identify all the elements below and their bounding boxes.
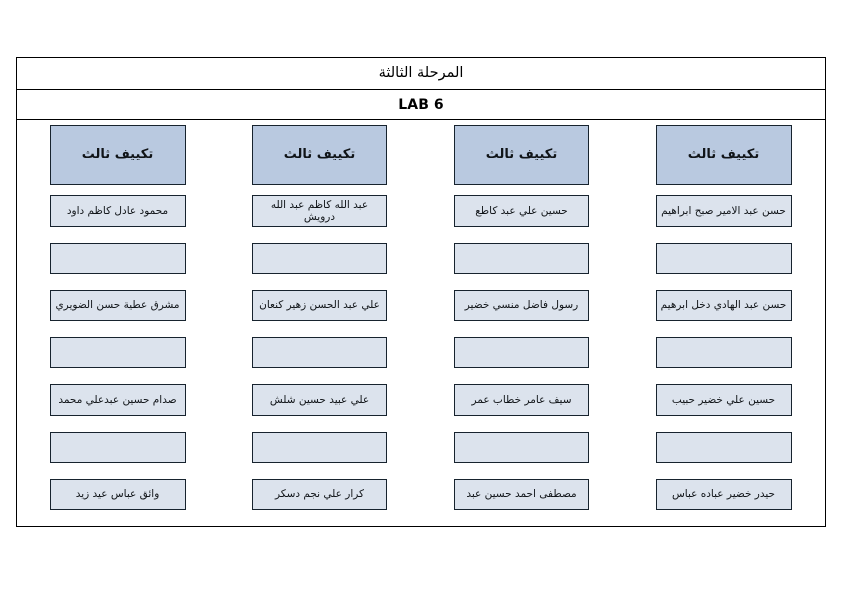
page-title: المرحلة الثالثة xyxy=(378,65,464,82)
student-cell[interactable] xyxy=(655,431,792,463)
student-cell[interactable] xyxy=(454,337,589,369)
student-cell[interactable]: محمود عادل كاظم داود xyxy=(49,195,186,227)
lab-title-row: LAB 6 xyxy=(17,90,825,120)
group-columns-grid: تكييف ثالث محمود عادل كاظم داود مشرق عطي… xyxy=(17,120,825,526)
student-cell[interactable]: علي عبيد حسين شلش xyxy=(252,384,387,416)
student-cell[interactable]: حسن عبد الامير صبح ابراهيم xyxy=(655,195,792,227)
student-cell[interactable]: وائق عباس عيد زيد xyxy=(49,478,186,510)
student-cell[interactable] xyxy=(49,431,186,463)
student-cell[interactable]: حيدر خضير عباده عباس xyxy=(655,478,792,510)
student-cell[interactable] xyxy=(454,431,589,463)
group-header-3: تكييف ثالث xyxy=(454,125,589,186)
student-cell[interactable]: حسن عبد الهادي دخل ابرهيم xyxy=(655,289,792,322)
group-header-4: تكييف ثالث xyxy=(655,125,792,186)
student-cell[interactable]: كرار علي نجم دسكر xyxy=(252,478,387,510)
student-cell[interactable] xyxy=(252,337,387,369)
student-cell[interactable]: رسول فاضل منسي خضير xyxy=(454,289,589,322)
student-cell[interactable] xyxy=(655,242,792,274)
student-cell[interactable] xyxy=(454,242,589,274)
student-cell[interactable]: مصطفى احمد حسين عبد xyxy=(454,478,589,510)
group-header-1: تكييف ثالث xyxy=(49,125,186,186)
student-cell[interactable]: علي عبد الحسن زهير كنعان xyxy=(252,289,387,322)
student-cell[interactable] xyxy=(655,337,792,369)
student-cell[interactable] xyxy=(49,337,186,369)
student-cell[interactable] xyxy=(252,431,387,463)
stage-title-row: المرحلة الثالثة xyxy=(17,58,825,90)
group-column-3: تكييف ثالث حسين علي عبد كاطع رسول فاضل م… xyxy=(421,125,623,526)
student-cell[interactable] xyxy=(49,242,186,274)
group-column-2: تكييف ثالث عبد الله كاظم عبد الله درويش … xyxy=(219,125,421,526)
group-column-4: تكييف ثالث حسن عبد الامير صبح ابراهيم حس… xyxy=(623,125,825,526)
student-cell[interactable]: حسين علي عبد كاطع xyxy=(454,195,589,227)
student-cell[interactable]: عبد الله كاظم عبد الله درويش xyxy=(252,195,387,227)
student-cell[interactable]: سيف عامر خطاب عمر xyxy=(454,384,589,416)
schedule-table: المرحلة الثالثة LAB 6 تكييف ثالث محمود ع… xyxy=(16,57,826,527)
student-cell[interactable]: صدام حسين عبدعلي محمد xyxy=(49,384,186,416)
group-column-1: تكييف ثالث محمود عادل كاظم داود مشرق عطي… xyxy=(17,125,219,526)
student-cell[interactable]: حسين علي خضير حبيب xyxy=(655,384,792,416)
group-header-2: تكييف ثالث xyxy=(252,125,387,186)
lab-title: LAB 6 xyxy=(398,96,444,113)
student-cell[interactable] xyxy=(252,242,387,274)
student-cell[interactable]: مشرق عطية حسن الضويري xyxy=(49,289,186,322)
